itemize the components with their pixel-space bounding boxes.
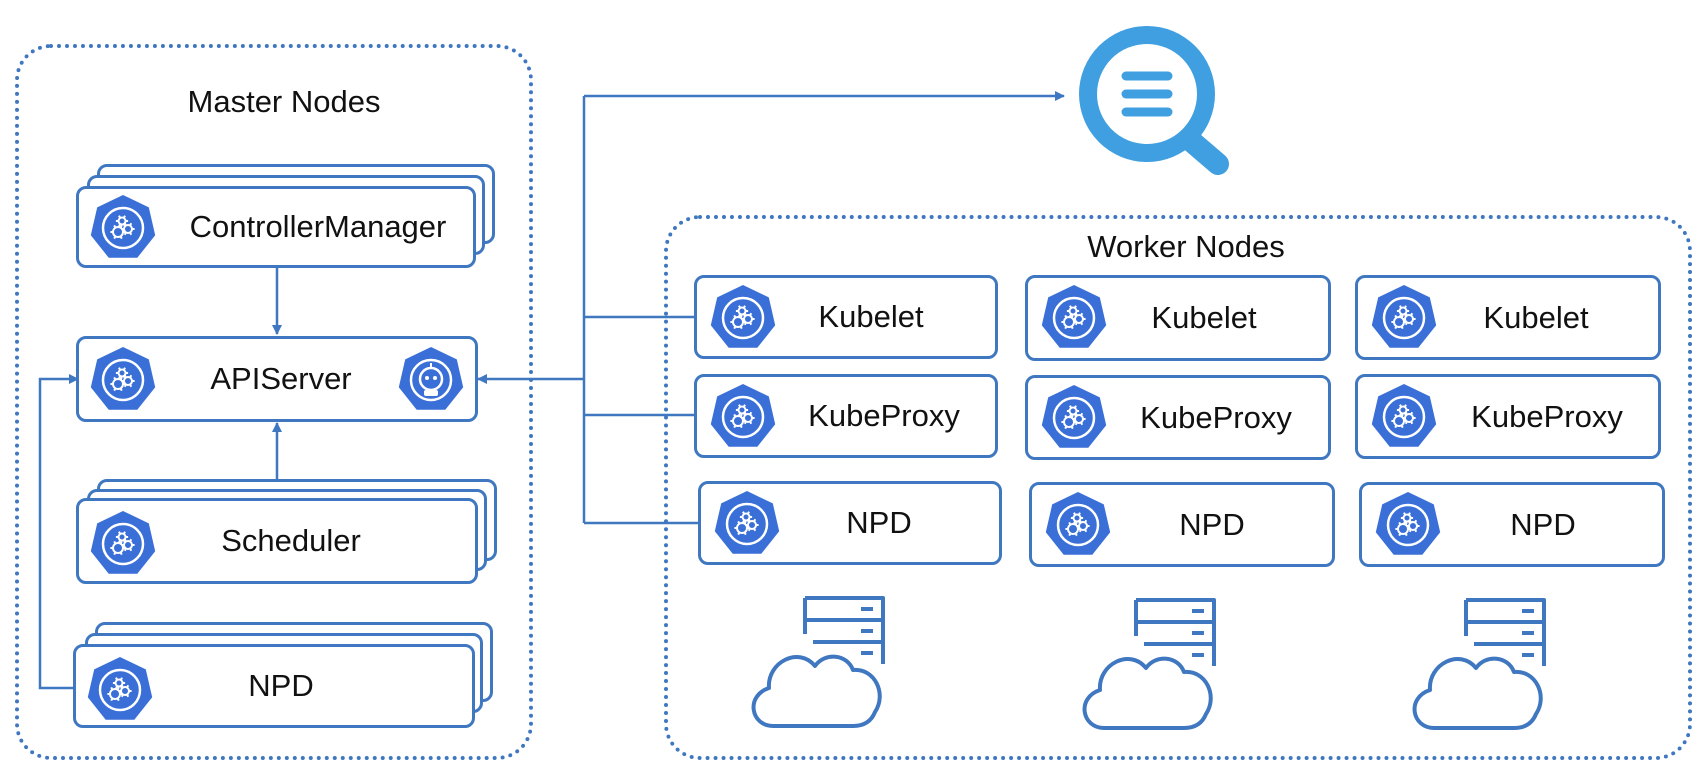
apiserver-label: APIServer	[210, 361, 352, 396]
kubeproxy-label: KubeProxy	[1471, 398, 1623, 434]
worker-npd-box[interactable]: NPD	[698, 481, 1002, 565]
master-nodes-title: Master Nodes	[187, 84, 381, 119]
kubeproxy-box[interactable]: KubeProxy	[1025, 375, 1331, 460]
kubernetes-wheel-icon	[1370, 382, 1438, 450]
kubernetes-wheel-icon	[86, 655, 154, 723]
robot-icon	[397, 345, 465, 413]
kubelet-box[interactable]: Kubelet	[1025, 275, 1331, 361]
kubernetes-wheel-icon	[709, 283, 777, 351]
kubeproxy-label: KubeProxy	[808, 398, 960, 433]
kubernetes-wheel-icon	[1370, 283, 1438, 351]
controller-manager-box[interactable]: ControllerManager	[76, 186, 476, 268]
npd-to-apiserver-arrow	[38, 374, 79, 690]
master-npd-label: NPD	[248, 668, 314, 703]
worker-npd-box[interactable]: NPD	[1029, 482, 1335, 567]
kubernetes-wheel-icon	[1374, 490, 1442, 558]
kubernetes-wheel-icon	[1040, 383, 1108, 451]
kubelet-label: Kubelet	[1151, 300, 1257, 335]
cloud-server-icon	[743, 590, 903, 740]
kubernetes-wheel-icon	[89, 345, 157, 413]
master-nodes-group	[15, 44, 533, 760]
search-list-icon	[1070, 12, 1240, 182]
worker-npd-box[interactable]: NPD	[1359, 482, 1665, 567]
kubeproxy-box[interactable]: KubeProxy	[1355, 374, 1661, 459]
kubernetes-wheel-icon	[89, 193, 157, 261]
apiserver-box[interactable]: APIServer	[76, 336, 478, 422]
kubernetes-wheel-icon	[1044, 490, 1112, 558]
worker-npd-label: NPD	[846, 505, 912, 540]
kubelet-box[interactable]: Kubelet	[1355, 275, 1661, 360]
kubeproxy-box[interactable]: KubeProxy	[694, 374, 998, 458]
controller-manager-label: ControllerManager	[189, 209, 447, 244]
worker-npd-label: NPD	[1179, 506, 1245, 542]
kubelet-box[interactable]: Kubelet	[694, 275, 998, 359]
kubelet-label: Kubelet	[818, 299, 924, 334]
cloud-server-icon	[1074, 592, 1234, 742]
kubelet-label: Kubelet	[1483, 299, 1589, 335]
kubernetes-wheel-icon	[713, 489, 781, 557]
worker-nodes-group	[664, 215, 1692, 760]
worker-npd-label: NPD	[1510, 506, 1576, 542]
kubernetes-wheel-icon	[1040, 283, 1108, 351]
scheduler-label: Scheduler	[221, 523, 361, 558]
kubernetes-wheel-icon	[89, 509, 157, 577]
master-npd-box[interactable]: NPD	[73, 644, 475, 728]
kubeproxy-label: KubeProxy	[1140, 399, 1292, 435]
worker-nodes-title: Worker Nodes	[1087, 229, 1285, 264]
cloud-server-icon	[1404, 592, 1564, 742]
scheduler-box[interactable]: Scheduler	[76, 498, 478, 584]
kubernetes-wheel-icon	[709, 382, 777, 450]
